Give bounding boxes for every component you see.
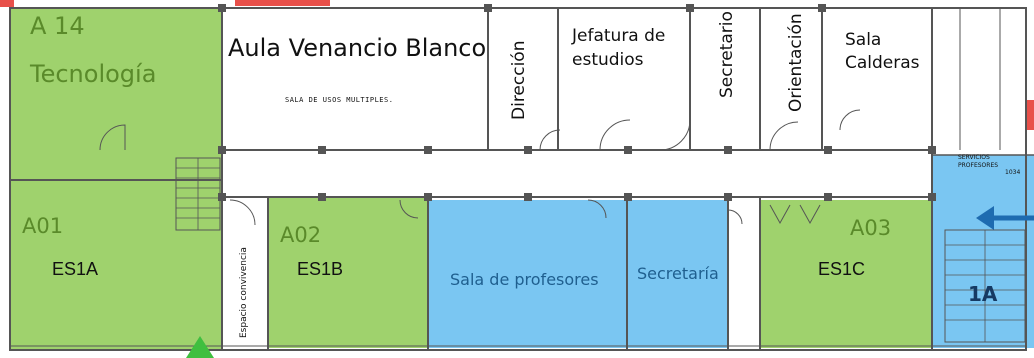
room-a14-code: A 14 [30,12,85,40]
room-a03-group: ES1C [818,259,866,279]
room-a02-fill [268,197,428,348]
room-profesores-name: Sala de profesores [450,270,599,289]
room-servicios-line1: SERVICIOS [958,154,990,161]
room-direccion-name: Dirección [509,40,529,120]
room-aula-name: Aula Venancio Blanco [228,34,487,62]
room-a02-group: ES1B [297,259,344,279]
exit-arrow-icon [186,336,214,358]
room-profesores-secretaria-fill [428,200,728,348]
room-servicios-line3: 1034 [1005,169,1021,176]
room-a03-fill [760,200,932,348]
room-calderas-line1: Sala [845,30,882,50]
room-servicios-line2: PROFESORES [958,162,999,169]
red-accent-left [0,0,14,7]
room-aula-stamp: SALA DE USOS MULTIPLES. [285,96,394,104]
room-a03-code: A03 [850,216,892,240]
red-accent-right [1026,100,1034,130]
room-jefatura-line2: estudios [572,50,644,70]
room-a14-name: Tecnología [30,60,157,88]
stair-1a-code: 1A [968,282,998,306]
room-secretaria-name: Secretaría [637,264,719,283]
room-secretario-name: Secretario [717,11,737,98]
walls [9,4,1034,351]
room-a01-group: ES1A [52,259,99,279]
room-a02-code: A02 [280,223,322,247]
entrance-arrow-icon [976,206,1034,230]
room-calderas-line2: Calderas [845,53,920,73]
room-orientacion-name: Orientación [786,13,806,112]
room-convivencia-name: Espacio convivencia [239,247,249,338]
red-accent-middle [235,0,330,6]
room-jefatura-line1: Jefatura de [572,26,666,46]
room-servicios-fill [932,155,1034,348]
room-a01-code: A01 [22,214,64,238]
